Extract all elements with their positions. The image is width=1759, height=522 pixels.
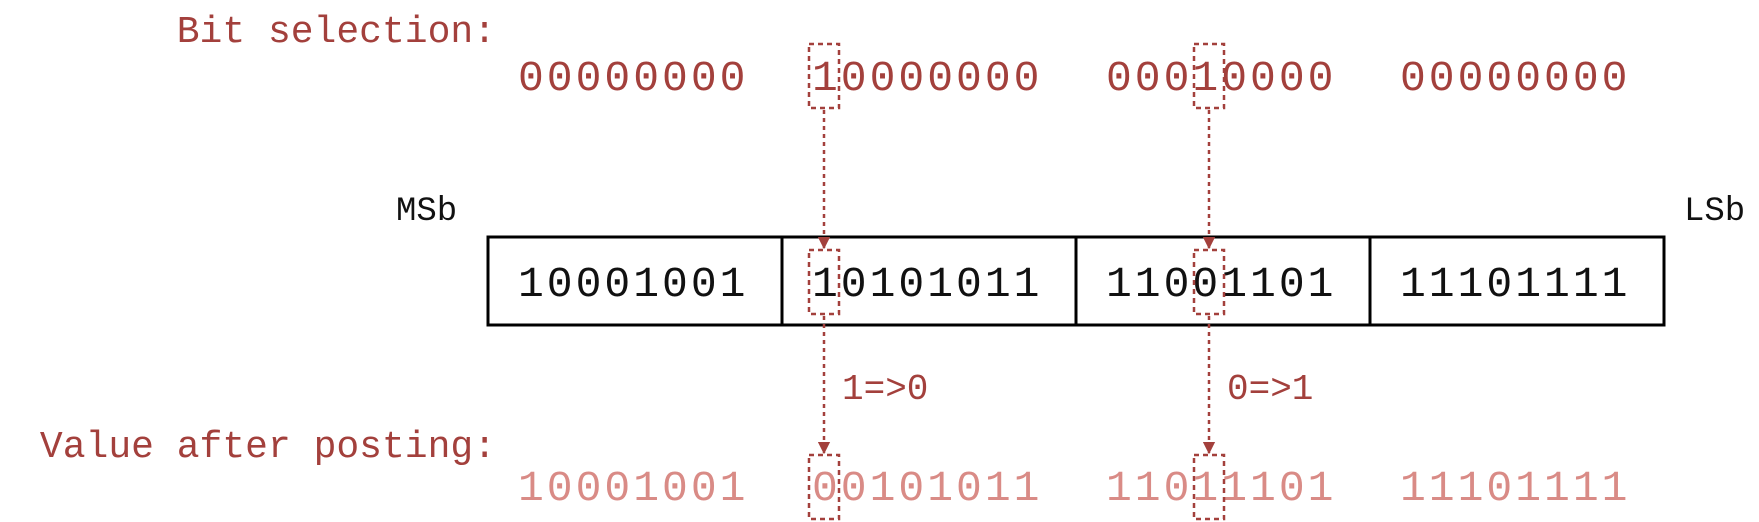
bit-selection-byte: 00000000 (518, 54, 748, 103)
bit-selection-byte: 00000000 (1400, 54, 1630, 103)
highlight-box-register-left (807, 248, 841, 316)
highlight-box-selection-right (1192, 42, 1226, 110)
highlight-box-selection-left (807, 42, 841, 110)
posted-value-row: 10001001 00101011 11011101 11101111 (518, 464, 1630, 513)
register-cell (1368, 235, 1666, 327)
bit-selection-row: 00000000 10000000 00010000 00000000 (518, 54, 1630, 103)
transition-label-right: 0=>1 (1227, 369, 1313, 410)
bit-arrows (817, 110, 1216, 455)
msb-label: MSb (396, 193, 457, 231)
bit-selection-byte: 00010000 (1106, 54, 1336, 103)
register (486, 235, 1666, 327)
register-byte: 10001001 (518, 260, 748, 309)
register-byte: 11001101 (1106, 260, 1336, 309)
posted-byte: 11011101 (1106, 464, 1336, 513)
highlight-box-posted-right (1192, 453, 1226, 521)
transition-label-left: 1=>0 (842, 369, 928, 410)
highlight-box-posted-left (807, 453, 841, 521)
bit-highlights (807, 42, 1226, 521)
bit-selection-label: Bit selection: (177, 11, 496, 54)
register-byte: 11101111 (1400, 260, 1630, 309)
posted-byte: 11101111 (1400, 464, 1630, 513)
posted-byte: 10001001 (518, 464, 748, 513)
bit-selection-byte: 10000000 (812, 54, 1042, 103)
register-byte: 10101011 (812, 260, 1042, 309)
register-row: 10001001 10101011 11001101 11101111 (518, 260, 1630, 309)
posted-byte: 00101011 (812, 464, 1042, 513)
value-after-posting-label: Value after posting: (40, 426, 496, 469)
highlight-box-register-right (1192, 248, 1226, 316)
lsb-label: LSb (1684, 193, 1745, 231)
